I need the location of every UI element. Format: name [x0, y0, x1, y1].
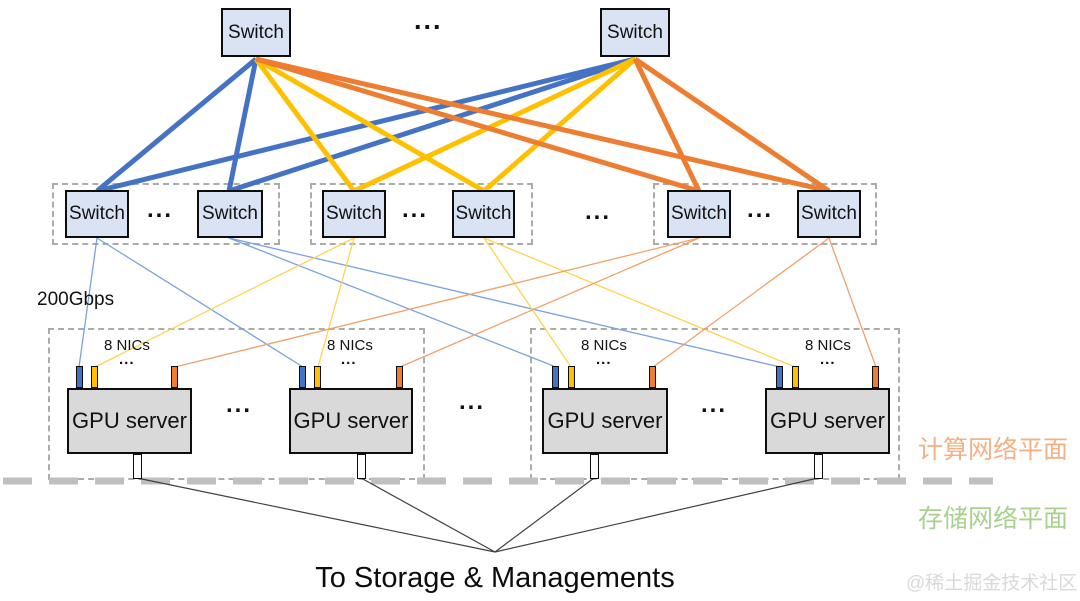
spine-switch-2: Switch	[600, 8, 670, 57]
server2-storage-port	[357, 454, 366, 479]
server1-nics-label: 8 NICs	[104, 337, 150, 354]
spine-ellipsis: ...	[414, 5, 443, 35]
leaf-switch-c1: Switch	[322, 190, 386, 238]
server4-nic-yellow	[792, 366, 799, 388]
leaf-switch-l1-label: Switch	[69, 203, 125, 224]
compute-plane-label: 计算网络平面	[918, 436, 1069, 464]
spine2-leafR2-link-orange	[633, 56, 831, 194]
server4-nic-blue	[776, 366, 783, 388]
gpu-server-3: GPU server	[542, 388, 668, 454]
server3-nic-blue	[552, 366, 559, 388]
server4-nic-orange	[872, 366, 879, 388]
leafR2-server3-nic-link	[652, 237, 830, 368]
spine1-leafL2-link-blue	[226, 58, 259, 192]
leaf-switch-r1: Switch	[667, 190, 731, 238]
spine1-leafC1-link-yellow	[253, 57, 357, 193]
leaf-switch-r2: Switch	[797, 190, 861, 238]
leaf-group-center-ellipsis: ...	[402, 196, 429, 223]
server3-nic-ellipsis: ...	[596, 351, 612, 368]
leaf-switch-c2: Switch	[452, 190, 515, 238]
gpu-server-4: GPU server	[765, 388, 890, 454]
spine2-leafR1-link-orange	[632, 57, 702, 193]
spine1-leafC2-link-yellow	[254, 56, 486, 194]
spine2-leafC2-link-yellow	[482, 57, 637, 193]
spine-switch-1-label: Switch	[228, 21, 284, 43]
leaf-group-right-ellipsis: ...	[747, 196, 774, 223]
server3-nic-yellow	[568, 366, 575, 388]
gpu-group-left-ellipsis: ...	[226, 391, 253, 418]
spine-switch-1: Switch	[221, 8, 291, 57]
gpu-server-2: GPU server	[289, 388, 413, 454]
gpu-server-1: GPU server	[67, 388, 192, 454]
leaf-group-right	[653, 183, 877, 245]
server2-nic-orange	[396, 366, 403, 388]
leafL2-server3-nic-link	[228, 237, 557, 368]
leaf-groups-ellipsis: ...	[585, 198, 612, 225]
gpu-server-1-label: GPU server	[72, 408, 187, 433]
spine2-leafL2-link-blue	[228, 56, 636, 194]
server1-storage-link	[136, 477, 496, 553]
server3-storage-port	[590, 454, 599, 479]
gpu-server-2-label: GPU server	[293, 408, 409, 433]
gpu-groups-ellipsis: ...	[459, 388, 486, 415]
server4-nic-ellipsis: ...	[820, 351, 836, 368]
leaf-group-center	[310, 183, 533, 245]
leafC1-server1-nic-link	[94, 237, 355, 368]
storage-plane-label: 存储网络平面	[918, 505, 1069, 533]
leafL1-server1-nic-link	[78, 237, 98, 368]
server4-nics-label: 8 NICs	[805, 337, 851, 354]
server2-nic-blue	[299, 366, 306, 388]
leaf-group-left-ellipsis: ...	[147, 196, 174, 223]
server2-storage-link	[360, 477, 496, 553]
server1-nic-yellow	[91, 366, 98, 388]
gpu-group-right-ellipsis: ...	[701, 391, 728, 418]
leafC1-server2-nic-link	[317, 237, 355, 368]
server1-storage-port	[133, 454, 142, 479]
leaf-switch-l2-label: Switch	[202, 203, 258, 224]
leafR1-server1-nic-link	[174, 237, 700, 368]
server1-nic-blue	[76, 366, 83, 388]
leaf-group-left	[52, 183, 280, 245]
server3-nics-label: 8 NICs	[581, 337, 627, 354]
leafL2-server4-nic-link	[228, 237, 781, 368]
leafR1-server2-nic-link	[399, 237, 700, 368]
server3-nic-orange	[649, 366, 656, 388]
server2-nic-yellow	[314, 366, 321, 388]
leafC2-server3-nic-link	[483, 237, 572, 368]
server1-nic-ellipsis: ...	[119, 351, 135, 368]
leaf-switch-l2: Switch	[197, 190, 263, 238]
server4-storage-port	[814, 454, 823, 479]
leafC2-server4-nic-link	[483, 237, 796, 368]
leaf-switch-l1: Switch	[65, 190, 129, 238]
server4-storage-link	[494, 477, 819, 553]
spine1-leafL1-link-blue	[95, 57, 258, 193]
leafR2-server4-nic-link	[828, 237, 877, 368]
gpu-server-3-label: GPU server	[547, 408, 663, 433]
leafL1-server2-nic-link	[96, 237, 304, 368]
spine2-leafC1-link-yellow	[352, 56, 637, 194]
server3-storage-link	[494, 477, 595, 553]
server2-nics-label: 8 NICs	[327, 337, 373, 354]
leaf-switch-r1-label: Switch	[671, 203, 727, 224]
watermark: @稀土掘金技术社区	[906, 573, 1078, 594]
spine1-leafR2-link-orange	[255, 56, 830, 194]
bandwidth-label: 200Gbps	[37, 289, 115, 310]
server1-nic-orange	[171, 366, 178, 388]
to-storage-caption: To Storage & Managements	[315, 562, 675, 594]
spine1-leafR1-link-orange	[255, 56, 700, 194]
leaf-switch-c1-label: Switch	[326, 203, 382, 224]
spine-switch-2-label: Switch	[607, 21, 663, 43]
server2-nic-ellipsis: ...	[341, 351, 357, 368]
gpu-server-4-label: GPU server	[770, 408, 885, 433]
leaf-switch-c2-label: Switch	[455, 203, 512, 224]
leaf-switch-r2-label: Switch	[801, 203, 857, 224]
